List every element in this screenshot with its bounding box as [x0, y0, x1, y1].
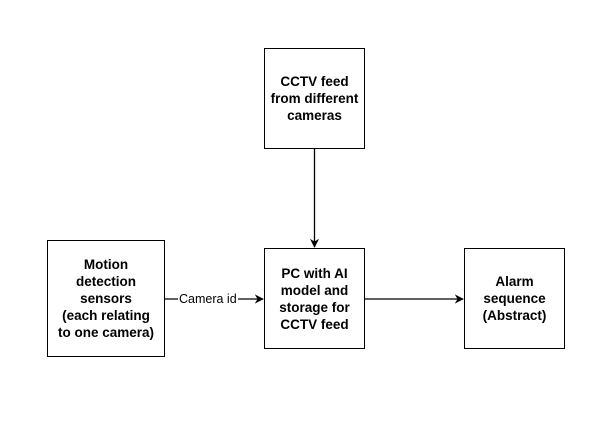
- node-pc-ai-model: PC with AI model and storage for CCTV fe…: [264, 248, 365, 349]
- node-motion-sensors-label: Motion detection sensors (each relating …: [57, 257, 155, 340]
- edge-label-camera-id: Camera id: [178, 291, 238, 307]
- node-motion-sensors: Motion detection sensors (each relating …: [47, 240, 165, 357]
- node-cctv-feed: CCTV feed from different cameras: [264, 48, 365, 149]
- node-pc-ai-model-label: PC with AI model and storage for CCTV fe…: [279, 265, 350, 332]
- node-cctv-feed-label: CCTV feed from different cameras: [270, 74, 359, 123]
- node-alarm-sequence-label: Alarm sequence (Abstract): [482, 274, 547, 323]
- node-alarm-sequence: Alarm sequence (Abstract): [464, 248, 565, 349]
